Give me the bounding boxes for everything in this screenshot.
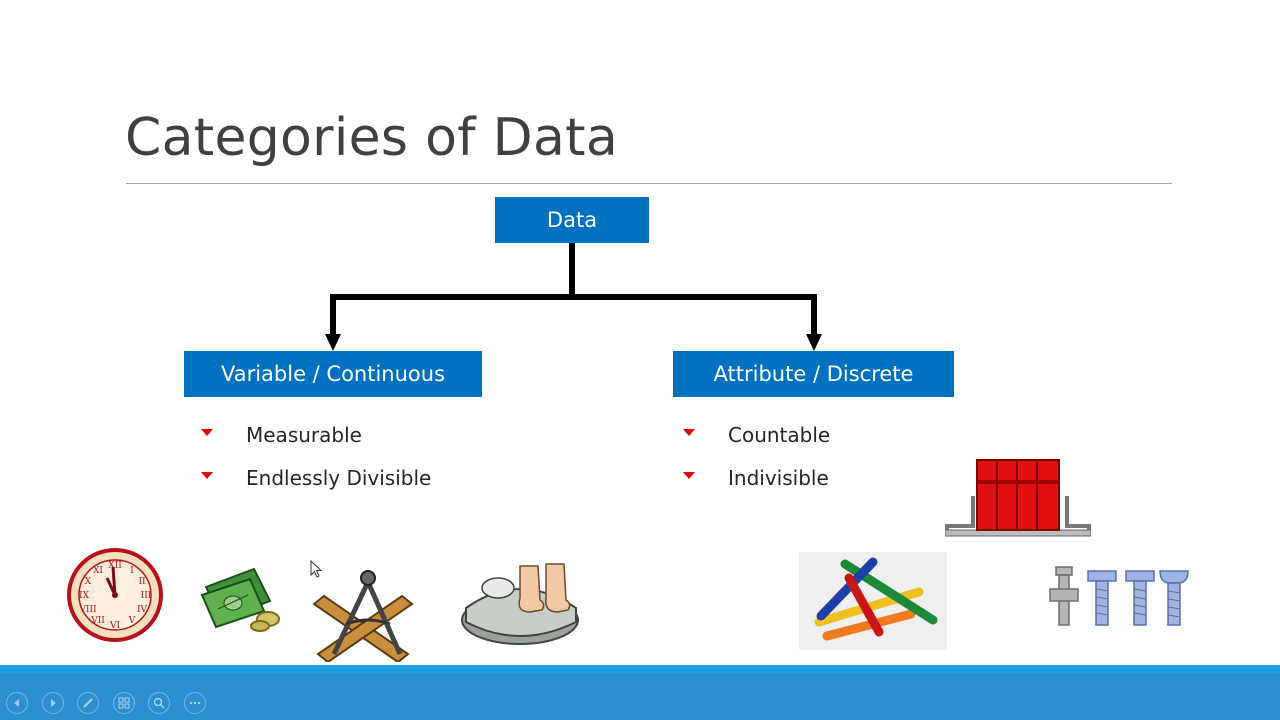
- bullet-text: Measurable: [246, 423, 362, 447]
- svg-text:IV: IV: [137, 605, 148, 615]
- pen-icon: [83, 698, 93, 708]
- title-divider: [126, 183, 1172, 184]
- bullet-text: Countable: [728, 423, 831, 447]
- bullet-triangle-icon: [683, 472, 695, 479]
- list-item: Endlessly Divisible: [201, 462, 501, 505]
- node-attribute-discrete: Attribute / Discrete: [673, 351, 954, 397]
- presentation-control-bar: [0, 665, 1280, 720]
- svg-text:XII: XII: [108, 561, 122, 571]
- svg-text:I: I: [130, 566, 134, 576]
- slide-title: Categories of Data: [125, 108, 619, 168]
- left-arrowhead: [325, 334, 341, 351]
- left-node-label: Variable / Continuous: [220, 362, 446, 386]
- bullet-triangle-icon: [201, 472, 213, 479]
- red-blocks-icon: [945, 459, 1091, 537]
- node-variable-continuous: Variable / Continuous: [184, 351, 482, 397]
- control-bar-accent: [0, 665, 1280, 673]
- more-icon: [189, 701, 201, 705]
- bullet-triangle-icon: [201, 429, 213, 436]
- svg-text:XI: XI: [93, 566, 103, 576]
- zoom-icon: [153, 697, 165, 709]
- root-node-label: Data: [546, 208, 598, 232]
- right-arrowhead: [806, 334, 822, 351]
- list-item: Countable: [683, 419, 933, 462]
- previous-slide-button[interactable]: [6, 692, 28, 714]
- money-icon: [200, 567, 280, 632]
- pen-tool-button[interactable]: [77, 692, 99, 714]
- bathroom-scale-icon: [461, 563, 579, 645]
- variable-bullet-list: Measurable Endlessly Divisible: [201, 419, 501, 505]
- more-options-button[interactable]: [184, 692, 206, 714]
- compass-square-icon: [312, 570, 414, 662]
- zoom-button[interactable]: [148, 692, 170, 714]
- svg-text:III: III: [141, 591, 152, 601]
- mouse-cursor-icon: [310, 560, 323, 578]
- crayons-icon: [799, 552, 947, 650]
- root-node-data: Data: [495, 197, 649, 243]
- svg-text:II: II: [138, 577, 146, 587]
- bolts-icon: [1049, 566, 1189, 626]
- previous-icon: [14, 699, 19, 707]
- svg-text:IX: IX: [79, 591, 90, 601]
- svg-text:VIII: VIII: [78, 605, 97, 615]
- see-all-slides-button[interactable]: [113, 692, 135, 714]
- svg-text:VII: VII: [90, 616, 105, 626]
- list-item: Measurable: [201, 419, 501, 462]
- list-item: Indivisible: [683, 462, 933, 505]
- bullet-triangle-icon: [683, 429, 695, 436]
- svg-text:X: X: [85, 577, 92, 587]
- next-icon: [51, 699, 56, 707]
- slide-canvas: Categories of Data Data Variable / Conti…: [67, 108, 1189, 662]
- tree-connectors: [325, 243, 822, 351]
- attribute-bullet-list: Countable Indivisible: [683, 419, 933, 505]
- svg-text:V: V: [128, 616, 136, 626]
- bullet-text: Indivisible: [728, 466, 829, 490]
- next-slide-button[interactable]: [42, 692, 64, 714]
- right-node-label: Attribute / Discrete: [713, 362, 914, 386]
- svg-text:VI: VI: [109, 621, 120, 631]
- bullet-text: Endlessly Divisible: [246, 466, 432, 490]
- slides-icon: [118, 697, 130, 709]
